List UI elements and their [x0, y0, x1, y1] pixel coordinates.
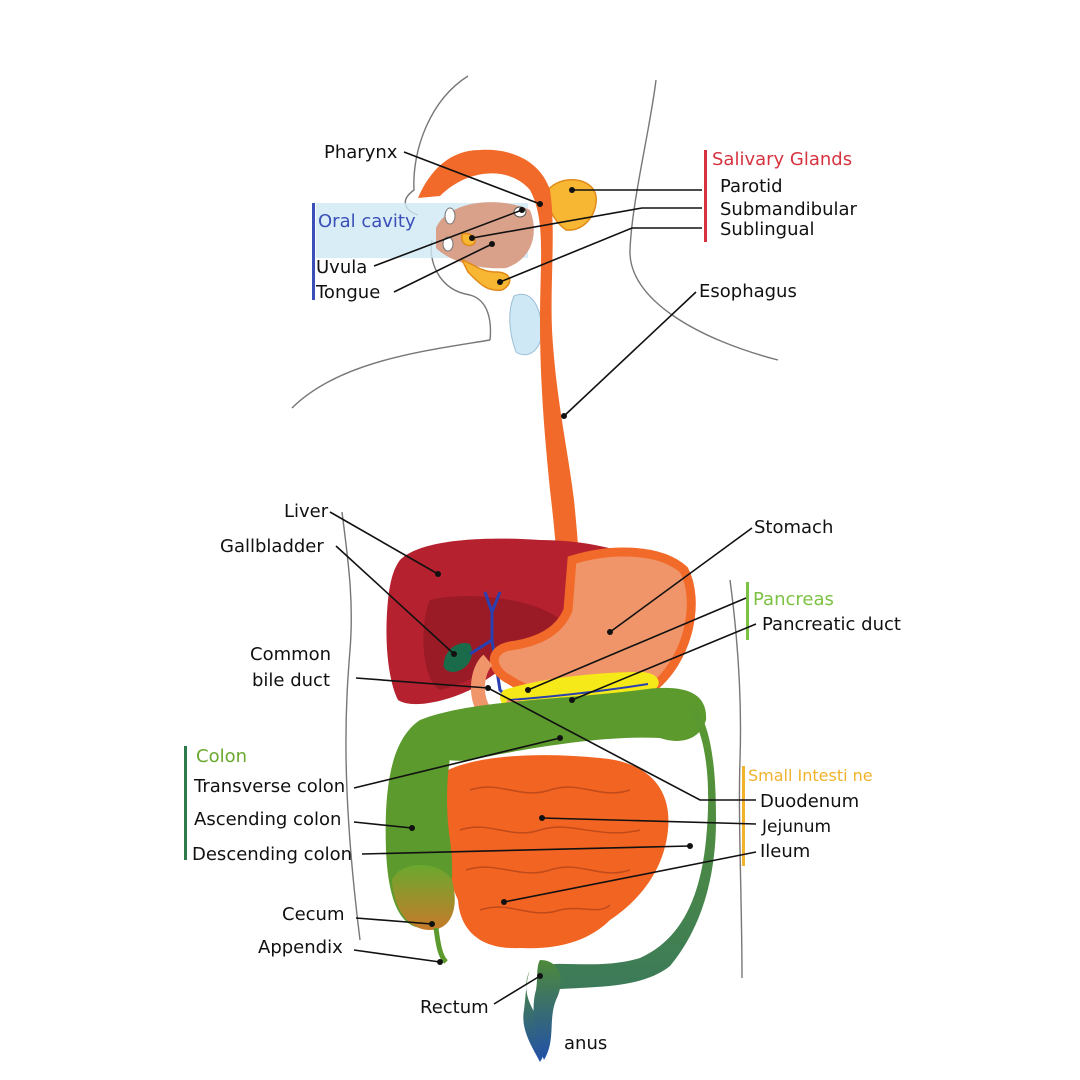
anus-label: anus [564, 1033, 607, 1054]
trachea-shape [509, 294, 543, 356]
stomach-label: Stomach [754, 517, 833, 538]
pancreas-group-label: Pancreas [753, 589, 834, 610]
colon-group-label: Colon [196, 746, 247, 767]
common-bile-duct-label-line1: Common [250, 644, 331, 665]
duodenum-label: Duodenum [760, 791, 859, 812]
oral-cavity-group-label: Oral cavity [318, 211, 416, 232]
tooth-top [444, 207, 456, 225]
tooth-bottom [442, 236, 454, 252]
descending-colon-label: Descending colon [192, 844, 352, 865]
small-intestine-group-bar [742, 766, 745, 866]
uvula-label: Uvula [316, 257, 367, 278]
salivary-glands-group-label: Salivary Glands [712, 149, 852, 170]
cecum-label: Cecum [282, 904, 344, 925]
liver-label: Liver [284, 501, 329, 522]
parotid-label: Parotid [720, 176, 783, 197]
small-intestine-folds [459, 786, 641, 914]
pancreas-group-bar [746, 582, 749, 640]
sublingual-label: Sublingual [720, 219, 815, 240]
pancreatic-duct-shape [509, 683, 649, 701]
rectum-label: Rectum [420, 997, 489, 1018]
appendix-label: Appendix [258, 937, 343, 958]
leader-dots [409, 187, 693, 979]
common-bile-duct-label-line2: bile duct [252, 670, 330, 691]
leader-lines [329, 151, 757, 1005]
small-intestine-group-label: Small Intesti ne [748, 766, 873, 785]
salivary-group-bar [704, 150, 707, 242]
oral-cavity-bar [312, 203, 315, 300]
colon-shape [385, 687, 716, 1062]
tongue-label: Tongue [315, 282, 380, 303]
esophagus-label: Esophagus [699, 281, 797, 302]
ascending-colon-label: Ascending colon [194, 809, 341, 830]
transverse-colon-label: Transverse colon [193, 776, 345, 797]
pharynx-label: Pharynx [324, 142, 398, 163]
jejunum-label: Jejunum [761, 817, 831, 837]
ileum-label: Ileum [760, 841, 810, 862]
colon-group-bar [184, 746, 187, 860]
small-intestine-shape [442, 755, 669, 949]
gallbladder-label: Gallbladder [220, 536, 324, 557]
pancreatic-duct-label: Pancreatic duct [762, 614, 901, 635]
submandibular-label: Submandibular [720, 199, 858, 220]
